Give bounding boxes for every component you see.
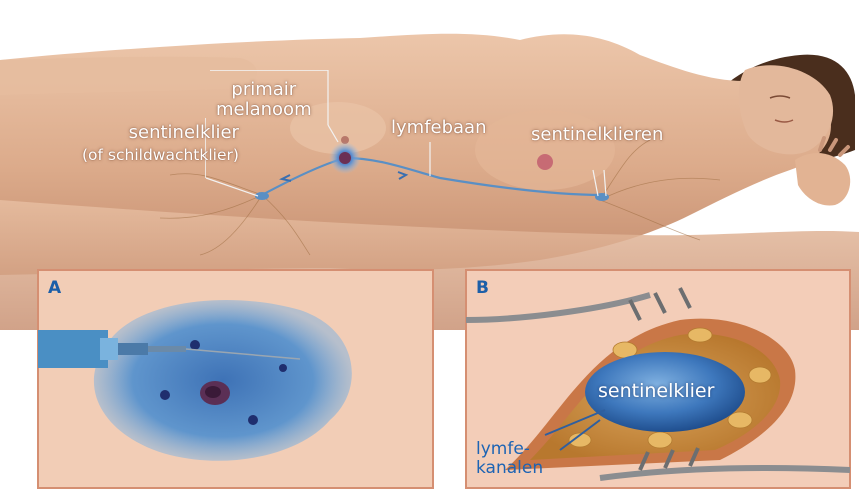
sentinel-node-label: sentinelklier (of schildwachtklier) — [82, 123, 239, 165]
primary-melanoma-label: primair melanoom — [216, 80, 312, 120]
lymph-path-label: lymfebaan — [391, 118, 487, 138]
primary-melanoma-line2: melanoom — [216, 100, 312, 120]
lymph-channels-line2: kanalen — [476, 459, 543, 478]
inset-sentinel-node-label: sentinelklier — [598, 380, 714, 402]
sentinel-nodes-label: sentinelklieren — [531, 125, 663, 145]
lymph-channels-label: lymfe- kanalen — [476, 440, 543, 478]
lymph-channels-line1: lymfe- — [476, 440, 543, 459]
panel-a-letter: A — [48, 278, 61, 298]
primary-melanoma-line1: primair — [216, 80, 312, 100]
sentinel-node-line1: sentinelklier — [82, 123, 239, 143]
inset-a — [38, 270, 433, 488]
panel-b-letter: B — [476, 278, 489, 298]
sentinel-node-line2: (of schildwachtklier) — [82, 145, 239, 165]
